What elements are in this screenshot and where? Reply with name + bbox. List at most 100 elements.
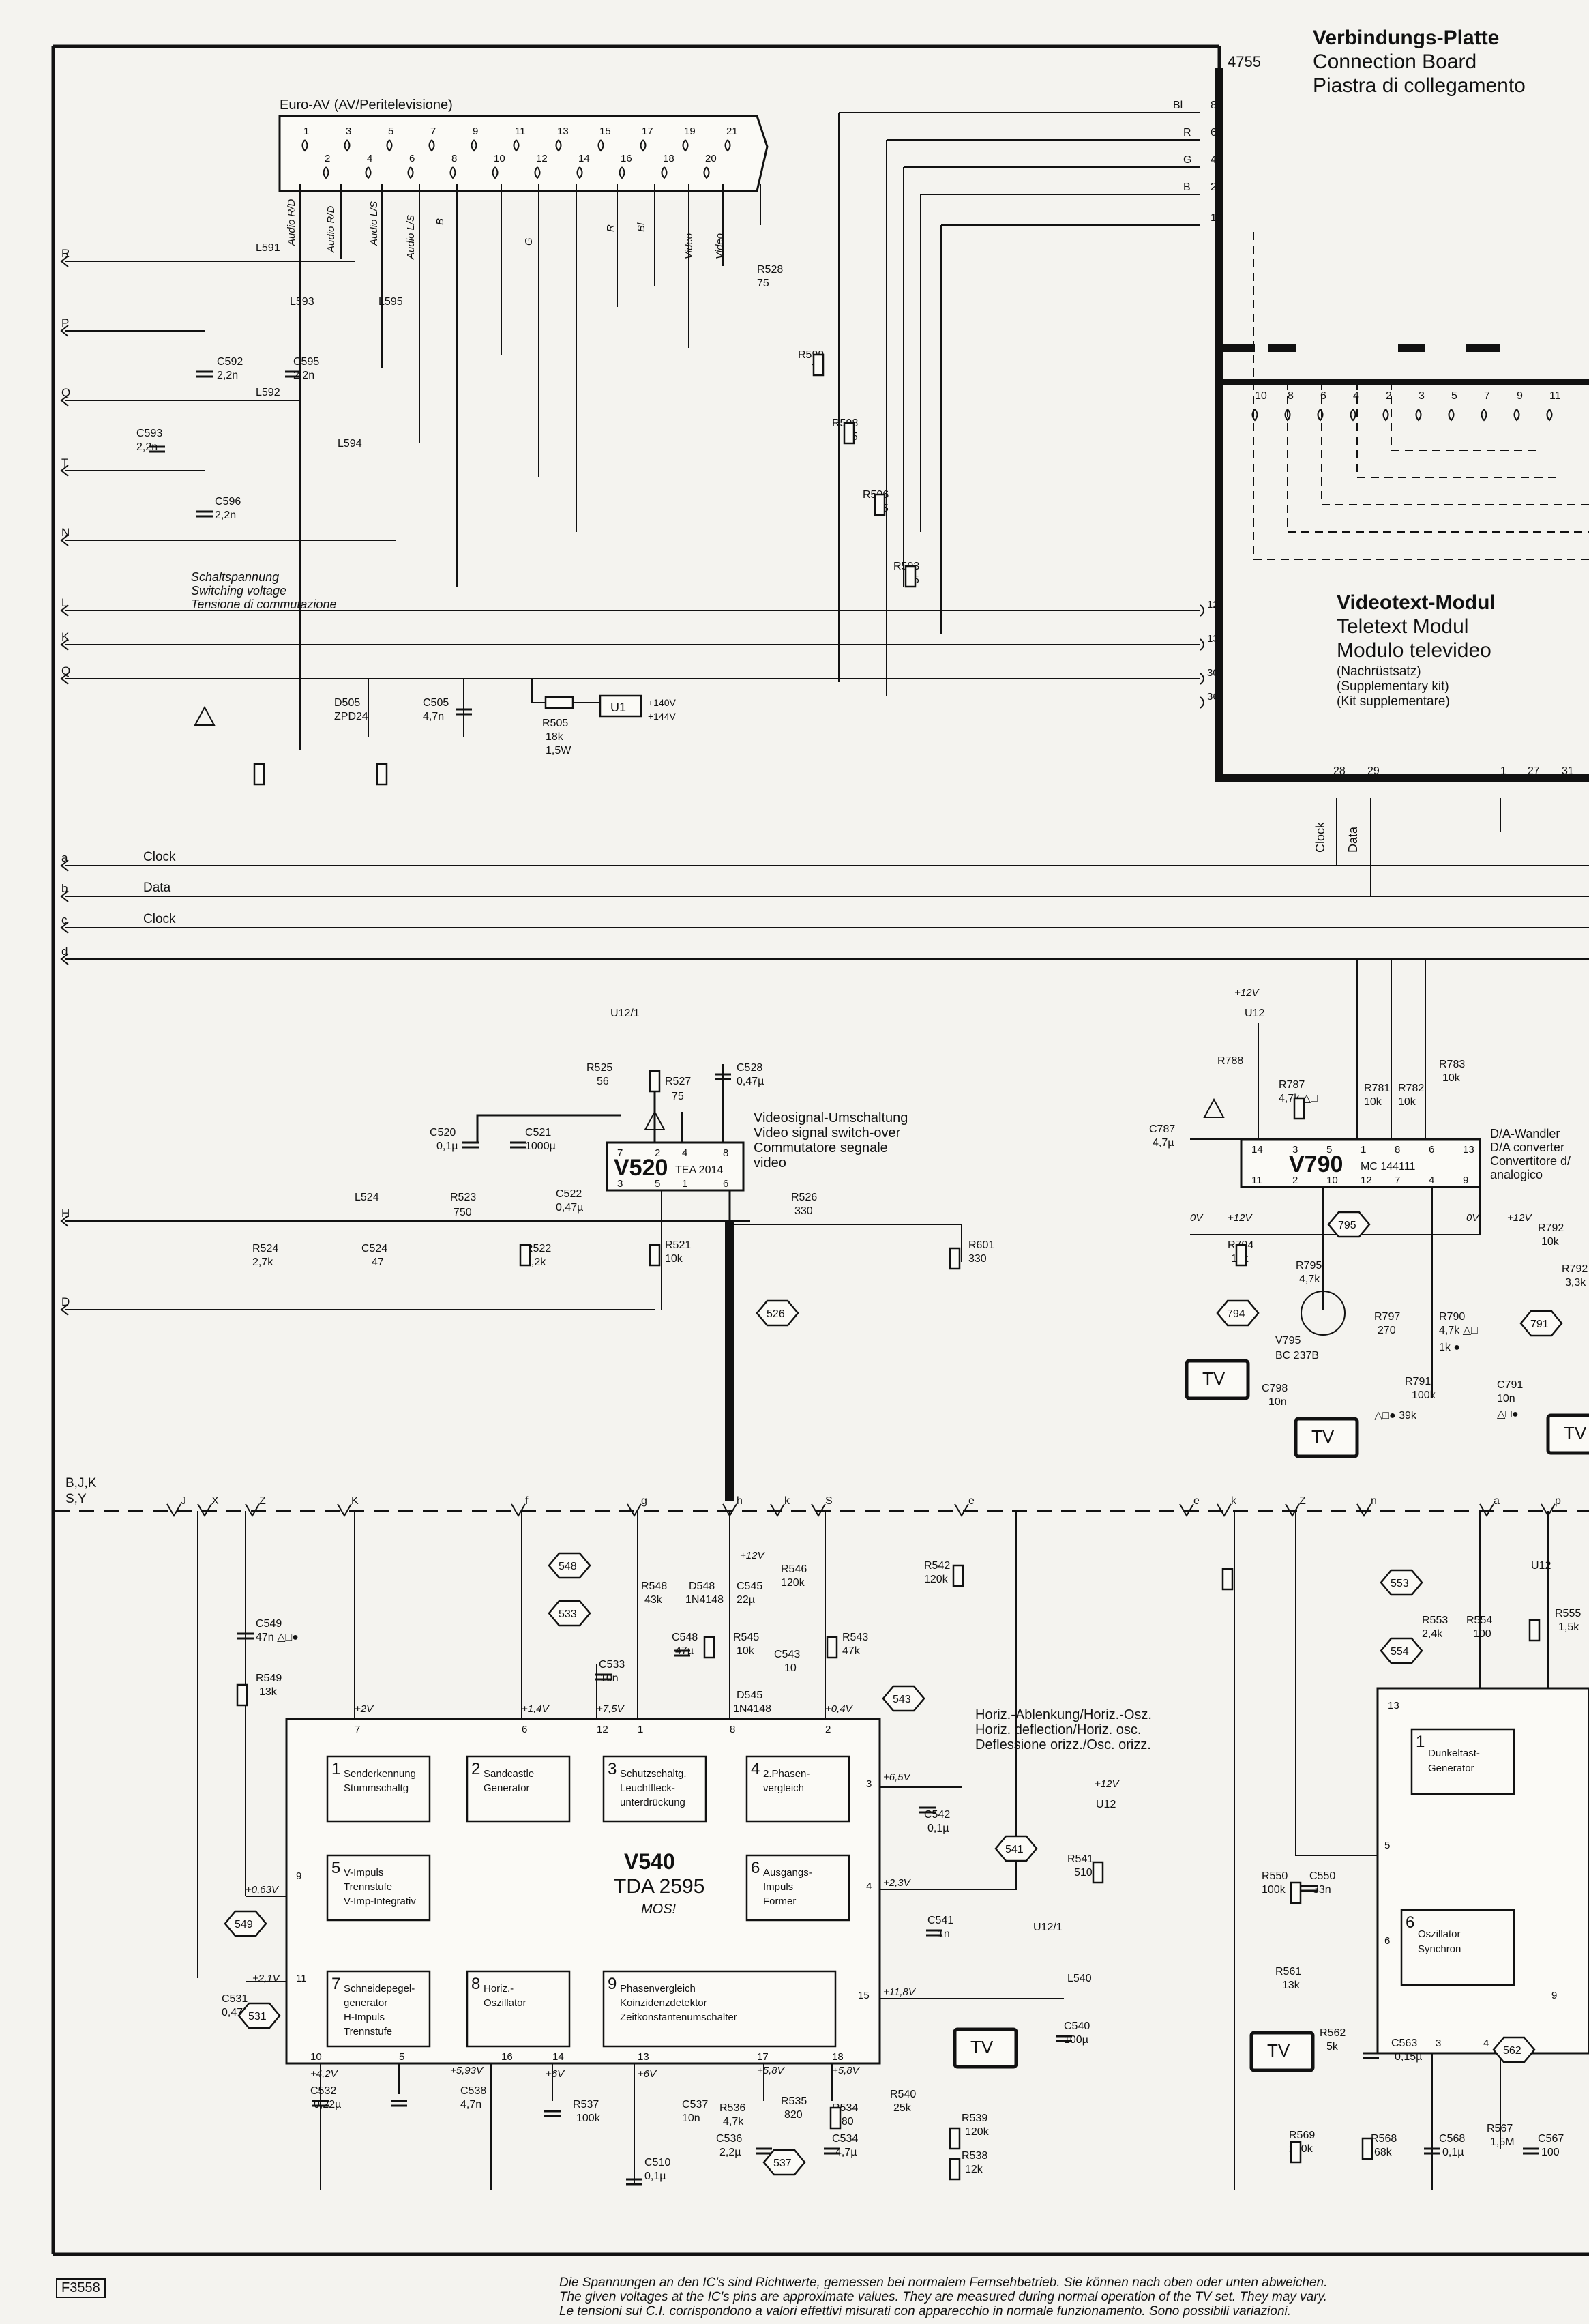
rail-arrow [60, 859, 69, 872]
resistor-symbol [1290, 1881, 1302, 1904]
component-label: C592 [217, 356, 243, 368]
component-label: 1,5k [1558, 1621, 1579, 1633]
block-number: 8 [471, 1975, 480, 1993]
ic-pin: 4 [1429, 1175, 1434, 1186]
voltage-label: +12V [1507, 1212, 1532, 1224]
component-label: 820 [784, 2109, 803, 2121]
block-text: Koinzidenzdetektor [620, 1997, 707, 2009]
warning-icon [194, 705, 216, 726]
component-label: 10k [737, 1645, 755, 1657]
connector-pin: 12 [536, 153, 548, 164]
component-label: C798 [1262, 1383, 1288, 1394]
bus-tap: k [784, 1495, 790, 1507]
component-label: C522 [556, 1188, 582, 1200]
component-label: 10k [1398, 1096, 1416, 1108]
test-point-icon [994, 1835, 1038, 1862]
connector-pin: 18 [663, 153, 674, 164]
test-point-label: 526 [767, 1308, 785, 1320]
rail-arrow [60, 604, 69, 617]
pin-socket [597, 139, 604, 152]
rail-arrow [60, 638, 69, 651]
test-point-label: 554 [1391, 1646, 1409, 1658]
component-label: 5k [1326, 2041, 1339, 2053]
tv-badge-label: TV [970, 2037, 994, 2057]
test-point-icon [1380, 1569, 1423, 1596]
rail-label: T [61, 456, 68, 469]
switching-it: Tensione di commutazione [191, 598, 336, 611]
bus-tap-mark [197, 1503, 212, 1517]
capacitor-symbol [544, 2110, 561, 2117]
ic-pin: 1 [1361, 1144, 1366, 1156]
connector-pin: 2 [325, 153, 330, 164]
component-label: 75 [672, 1091, 684, 1102]
connector-pin: 10 [494, 153, 505, 164]
component-label: 68k [1374, 2147, 1393, 2158]
videotext-module: Videotext-Modul Teletext Modul Modulo te… [1200, 591, 1574, 853]
bus-tap: h [737, 1495, 743, 1507]
bus-tap: f [525, 1495, 529, 1507]
component-label: 4,7n [460, 2099, 481, 2110]
connector-pin: 15 [599, 126, 611, 137]
component-label: 0,15µ [1395, 2051, 1422, 2063]
connector-pin-label: G [523, 237, 535, 246]
board-pin: 10 [1211, 212, 1223, 224]
connector-pin: 5 [388, 126, 393, 137]
ic-pin: 5 [655, 1178, 660, 1190]
connector-pin: 11 [515, 126, 526, 137]
block-number: 9 [608, 1975, 617, 1993]
ic-pin: 3 [866, 1778, 872, 1790]
bus-tap: e [968, 1495, 975, 1507]
capacitor-symbol [1424, 2147, 1440, 2155]
ic-pin: 4 [1483, 2038, 1489, 2049]
rail-label: b [61, 882, 68, 895]
board-pin: 9 [1517, 390, 1523, 402]
ic-pin: 4 [866, 1881, 872, 1892]
component-label: 100k [1412, 1389, 1436, 1401]
vt-pin: 30 [1207, 667, 1219, 679]
component-label: 100k [1262, 1884, 1286, 1896]
block-text: Horiz.- [484, 1983, 514, 1995]
svg-text:S,Y: S,Y [65, 1492, 87, 1506]
component-label: C534 [832, 2133, 858, 2145]
test-point-icon [1216, 1299, 1260, 1327]
block-text: Synchron [1418, 1943, 1461, 1955]
ic-pin: 5 [399, 2051, 404, 2063]
block-text: unterdrückung [620, 1797, 685, 1808]
board-id: 4755 [1228, 53, 1261, 70]
component-label: BC 237B [1275, 1350, 1319, 1362]
tv-badge-label: TV [1267, 2040, 1290, 2061]
component-label: 1000µ [525, 1141, 556, 1152]
pin-socket [724, 139, 731, 152]
connector-title: Euro-AV (AV/Peritelevisione) [280, 98, 453, 113]
component-label: 43k [644, 1594, 663, 1606]
board-pin: Bl [1173, 100, 1183, 111]
component-label: 4,7µ [1153, 1137, 1174, 1149]
component-label: C787 [1149, 1123, 1175, 1135]
connector-pin: 16 [621, 153, 632, 164]
component-label: C528 [737, 1062, 762, 1074]
pin-socket [323, 166, 329, 179]
ic-pin: 2 [1292, 1175, 1298, 1186]
test-point-icon [1492, 2036, 1536, 2063]
tv-badge [953, 2027, 1018, 2069]
board-pin: 2 [1386, 390, 1392, 402]
bus-tap: k [1231, 1495, 1237, 1507]
v550-block-1 [1410, 1728, 1515, 1795]
pin-socket [1382, 409, 1389, 422]
pin-socket [1317, 409, 1324, 422]
component-label: 2,2n [217, 370, 238, 381]
v540-block-6 [745, 1854, 850, 1922]
pin-socket [682, 139, 689, 152]
component-label: R781 [1364, 1083, 1390, 1094]
component-label: V795 [1275, 1335, 1301, 1347]
pin-socket [1200, 638, 1204, 651]
component-label: D548 [689, 1580, 715, 1592]
block-text: V-Impuls [344, 1867, 383, 1879]
pin-socket [471, 139, 477, 152]
test-point-icon [548, 1552, 591, 1579]
capacitor-symbol [149, 445, 165, 453]
voltage-label: +12V [1228, 1212, 1253, 1224]
block-text: Schneidepegel- [344, 1983, 415, 1995]
bus-tap: S [825, 1495, 833, 1507]
